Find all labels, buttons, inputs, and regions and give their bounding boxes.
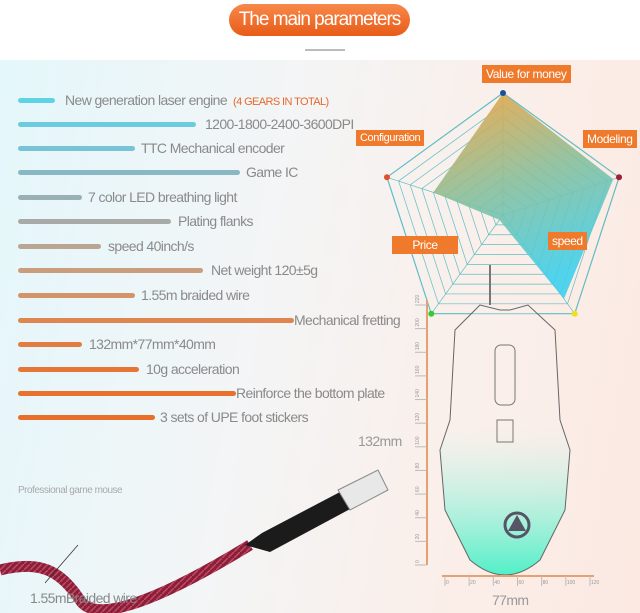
feature-text: TTC Mechanical encoder: [141, 140, 285, 156]
feature-text: Plating flanks: [178, 213, 253, 229]
feature-text: New generation laser engine (4 GEARS IN T…: [65, 92, 329, 110]
feature-bar: [18, 98, 55, 103]
radar-label-price: Price: [392, 236, 458, 254]
braided-cable: [0, 540, 253, 613]
feature-text: 1200-1800-2400-3600DPI: [205, 116, 354, 132]
feature-bar: [18, 195, 82, 200]
ruler-tick-label: 40: [415, 510, 421, 516]
ruler-tick-label: 100: [567, 580, 576, 586]
radar-label-modeling: Modeling: [583, 130, 637, 148]
ruler-tick-label: 60: [415, 486, 421, 492]
feature-label: 10g acceleration: [146, 361, 240, 377]
feature-text: 132mm*77mm*40mm: [89, 336, 216, 352]
ruler-tick-label: 140: [415, 389, 421, 398]
ruler-tick-label: 200: [415, 318, 421, 327]
feature-label: Plating flanks: [178, 213, 253, 229]
feature-bar: [18, 146, 135, 151]
wire-label: 1.55mBraided wire: [30, 590, 137, 606]
feature-label: 1.55m braided wire: [141, 287, 250, 303]
ruler-tick-label: 120: [591, 580, 600, 586]
ruler-tick-label: 180: [415, 342, 421, 351]
feature-bar: [18, 415, 155, 420]
ruler-tick-label: 0: [415, 560, 421, 563]
feature-text: 7 color LED breathing light: [88, 189, 237, 205]
logo-triangle-icon: [508, 515, 526, 531]
feature-bar: [18, 219, 171, 224]
ruler-tick-label: 80: [415, 463, 421, 469]
feature-bar: [18, 170, 240, 175]
feature-text: 10g acceleration: [146, 361, 240, 377]
feature-bar: [18, 244, 101, 249]
feature-bar: [18, 391, 236, 396]
mouse-outline: [439, 304, 571, 576]
ruler-tick-label: 160: [415, 365, 421, 374]
ruler-tick-label: 60: [519, 580, 525, 586]
logo-ring: [503, 511, 531, 539]
dpi-button: [496, 419, 514, 443]
ruler-tick-label: 220: [415, 294, 421, 303]
ruler-tick-label: 20: [470, 580, 476, 586]
feature-text: Game IC: [246, 164, 298, 180]
feature-label: 132mm*77mm*40mm: [89, 336, 216, 352]
feature-text: Mechanical fretting: [294, 312, 401, 328]
radar-dot: [500, 90, 506, 96]
feature-bar: [18, 367, 139, 372]
ruler-tick-label: 80: [543, 580, 549, 586]
usb-plug-body: [245, 492, 352, 552]
radar-label-speed: speed: [548, 232, 587, 250]
ruler-tick-label: 0: [446, 580, 449, 586]
feature-text: Reinforce the bottom plate: [236, 385, 385, 401]
width-dimension: 77mm: [492, 592, 529, 608]
feature-label: Net weight 120±5g: [211, 262, 318, 278]
usb-connector: [337, 469, 389, 511]
feature-label: Mechanical fretting: [294, 312, 401, 328]
feature-bar: [18, 268, 203, 273]
feature-note: (4 GEARS IN TOTAL): [233, 96, 329, 108]
feature-text: 1.55m braided wire: [141, 287, 250, 303]
section-title: The main parameters: [229, 4, 410, 36]
feature-text: speed 40inch/s: [108, 238, 194, 254]
ruler-tick-label: 100: [415, 436, 421, 445]
radar-label-value: Value for money: [482, 65, 571, 83]
feature-bar: [18, 342, 82, 347]
feature-label: 3 sets of UPE foot stickers: [160, 409, 309, 425]
ruler-tick-label: 120: [415, 413, 421, 422]
radar-label-configuration: Configuration: [356, 130, 425, 146]
feature-text: Net weight 120±5g: [211, 262, 318, 278]
feature-text: 3 sets of UPE foot stickers: [160, 409, 309, 425]
ruler-tick-label: 20: [415, 534, 421, 540]
title-divider: [305, 49, 345, 51]
height-dimension: 132mm: [358, 433, 402, 449]
caption: Professional game mouse: [18, 485, 123, 496]
radar-dot: [571, 310, 578, 317]
feature-bar: [18, 122, 196, 127]
radar-dot: [616, 174, 623, 181]
feature-label: Game IC: [246, 164, 298, 180]
feature-bar: [18, 293, 135, 298]
feature-label: Reinforce the bottom plate: [236, 385, 385, 401]
feature-bar: [18, 318, 294, 323]
scroll-wheel: [494, 344, 516, 406]
feature-label: New generation laser engine: [65, 92, 228, 108]
feature-label: 7 color LED breathing light: [88, 189, 237, 205]
feature-label: 1200-1800-2400-3600DPI: [205, 116, 354, 132]
ruler-tick-label: 40: [494, 580, 500, 586]
feature-label: TTC Mechanical encoder: [141, 140, 285, 156]
radar-dot: [428, 310, 435, 317]
radar-dot: [383, 174, 390, 181]
radar-spoke: [431, 214, 504, 314]
wire-pointer: [44, 544, 79, 584]
feature-label: speed 40inch/s: [108, 238, 194, 254]
